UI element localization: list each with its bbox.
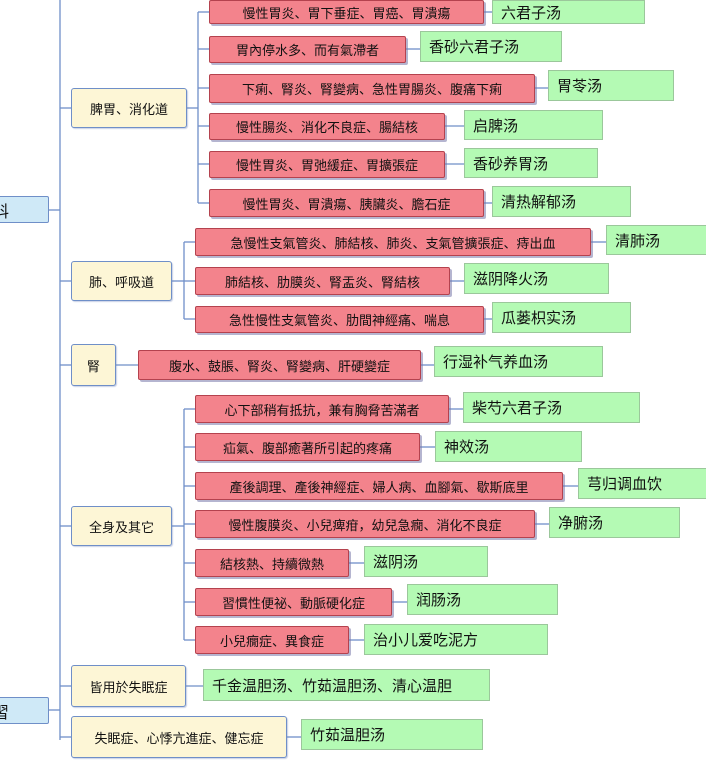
remedy-node[interactable]: 六君子汤 (492, 0, 645, 24)
remedy-node[interactable]: 净腑汤 (549, 507, 680, 538)
root-label: 科 (0, 198, 9, 222)
condition-label: 慢性腸炎、消化不良症、腸結核 (235, 121, 418, 136)
remedy-node[interactable]: 胃苓汤 (548, 70, 674, 101)
category-label: 皆用於失眠症 (89, 680, 168, 696)
category-whole-body[interactable]: 全身及其它 (71, 506, 172, 546)
condition-node[interactable]: 產後調理、產後神經症、婦人病、血腳氣、歇斯底里 (195, 472, 563, 500)
category-label: 全身及其它 (88, 520, 154, 536)
remedy-node[interactable]: 神效汤 (435, 431, 582, 462)
condition-label: 下痢、腎炎、腎變病、急性胃腸炎、腹痛下痢 (241, 83, 502, 98)
remedy-label: 清热解郁汤 (501, 193, 577, 211)
remedy-node[interactable]: 芎归调血饮 (578, 468, 706, 499)
category-insomnia-palpitation[interactable]: 失眠症、心悸亢進症、健忘症 (71, 716, 287, 758)
remedy-node[interactable]: 滋阴汤 (364, 546, 488, 577)
category-insomnia[interactable]: 皆用於失眠症 (71, 665, 186, 707)
remedy-label: 柴芍六君子汤 (472, 399, 563, 417)
remedy-label: 瓜蒌枳实汤 (501, 309, 577, 327)
condition-node[interactable]: 慢性胃炎、胃弛緩症、胃擴張症 (209, 151, 445, 178)
condition-label: 小兒癇症、異食症 (219, 634, 324, 650)
root-node-2[interactable]: 習 (0, 697, 49, 724)
remedy-node[interactable]: 瓜蒌枳实汤 (492, 302, 631, 333)
condition-label: 急慢性支氣管炎、肺結核、肺炎、支氣管擴張症、痔出血 (230, 236, 556, 252)
remedy-node[interactable]: 行湿补气养血汤 (434, 346, 603, 377)
condition-node[interactable]: 急慢性支氣管炎、肺結核、肺炎、支氣管擴張症、痔出血 (195, 228, 591, 256)
remedy-label: 神效汤 (444, 438, 490, 456)
category-label: 失眠症、心悸亢進症、健忘症 (94, 731, 264, 747)
remedy-label: 治小儿爱吃泥方 (373, 631, 479, 649)
remedy-label: 净腑汤 (558, 514, 604, 532)
remedy-node[interactable]: 千金温胆汤、竹茹温胆汤、清心温胆 (203, 669, 490, 701)
condition-node[interactable]: 慢性腸炎、消化不良症、腸結核 (209, 113, 445, 140)
condition-label: 習慣性便祕、動脈硬化症 (221, 596, 365, 612)
remedy-node[interactable]: 竹茹温胆汤 (301, 719, 483, 750)
remedy-node[interactable]: 清肺汤 (606, 225, 706, 255)
remedy-label: 千金温胆汤、竹茹温胆汤、清心温胆 (212, 676, 453, 695)
remedy-label: 香砂六君子汤 (429, 38, 520, 56)
remedy-node[interactable]: 润肠汤 (407, 584, 558, 615)
remedy-label: 竹茹温胆汤 (310, 726, 386, 744)
condition-node[interactable]: 慢性腹膜炎、小兒痺疳，幼兒急癇、消化不良症 (195, 510, 535, 538)
remedy-label: 胃苓汤 (557, 77, 603, 95)
condition-node[interactable]: 疝氣、腹部癒著所引起的疼痛 (195, 433, 420, 461)
remedy-label: 六君子汤 (501, 3, 562, 22)
condition-label: 結核熱、持續微熱 (219, 557, 324, 573)
remedy-label: 滋阴汤 (373, 553, 419, 571)
condition-node[interactable]: 慢性胃炎、胃下垂症、胃癌、胃潰瘍 (209, 0, 484, 24)
category-respiratory[interactable]: 肺、呼吸道 (71, 261, 172, 301)
condition-label: 慢性胃炎、胃弛緩症、胃擴張症 (235, 159, 418, 174)
remedy-node[interactable]: 启脾汤 (464, 110, 603, 140)
root-label: 習 (0, 699, 9, 723)
remedy-node[interactable]: 香砂养胃汤 (464, 148, 598, 178)
remedy-label: 芎归调血饮 (587, 475, 663, 493)
remedy-label: 行湿补气养血汤 (443, 353, 549, 371)
remedy-node[interactable]: 香砂六君子汤 (420, 31, 562, 62)
remedy-label: 润肠汤 (416, 591, 462, 609)
condition-label: 肺結核、肋膜炎、腎盂炎、腎結核 (224, 275, 420, 291)
condition-node[interactable]: 結核熱、持續微熱 (195, 549, 349, 577)
condition-node[interactable]: 胃內停水多、而有氣滯者 (209, 36, 406, 63)
condition-label: 慢性腹膜炎、小兒痺疳，幼兒急癇、消化不良症 (228, 518, 502, 534)
condition-node[interactable]: 急性慢性支氣管炎、肋間神經痛、喘息 (195, 306, 484, 333)
condition-label: 腹水、鼓脹、腎炎、腎變病、肝硬變症 (168, 359, 390, 375)
category-label: 脾胃、消化道 (89, 102, 168, 118)
category-kidney[interactable]: 腎 (71, 344, 116, 386)
condition-node[interactable]: 肺結核、肋膜炎、腎盂炎、腎結核 (195, 267, 450, 295)
remedy-label: 清肺汤 (615, 231, 661, 250)
condition-node[interactable]: 小兒癇症、異食症 (195, 626, 349, 654)
root-node-1[interactable]: 科 (0, 196, 49, 223)
remedy-label: 滋阴降火汤 (473, 270, 549, 288)
category-label: 腎 (86, 359, 100, 375)
condition-label: 產後調理、產後神經症、婦人病、血腳氣、歇斯底里 (229, 480, 529, 496)
condition-node[interactable]: 心下部稍有抵抗，兼有胸脅苦滿者 (195, 395, 449, 423)
category-label: 肺、呼吸道 (88, 275, 154, 291)
category-digestive[interactable]: 脾胃、消化道 (71, 88, 187, 128)
condition-node[interactable]: 慢性胃炎、胃潰瘍、胰臟炎、膽石症 (209, 189, 484, 217)
remedy-node[interactable]: 柴芍六君子汤 (463, 392, 640, 423)
remedy-label: 香砂养胃汤 (473, 154, 549, 173)
condition-node[interactable]: 習慣性便祕、動脈硬化症 (195, 588, 392, 616)
remedy-node[interactable]: 治小儿爱吃泥方 (364, 624, 548, 655)
condition-node[interactable]: 下痢、腎炎、腎變病、急性胃腸炎、腹痛下痢 (209, 74, 535, 103)
condition-node[interactable]: 腹水、鼓脹、腎炎、腎變病、肝硬變症 (138, 350, 421, 380)
condition-label: 胃內停水多、而有氣滯者 (235, 44, 379, 59)
condition-label: 急性慢性支氣管炎、肋間神經痛、喘息 (228, 314, 450, 329)
condition-label: 心下部稍有抵抗，兼有胸脅苦滿者 (224, 403, 420, 419)
condition-label: 疝氣、腹部癒著所引起的疼痛 (222, 441, 392, 457)
remedy-node[interactable]: 滋阴降火汤 (464, 263, 609, 294)
remedy-label: 启脾汤 (473, 116, 519, 135)
remedy-node[interactable]: 清热解郁汤 (492, 186, 631, 217)
condition-label: 慢性胃炎、胃潰瘍、胰臟炎、膽石症 (242, 197, 451, 213)
condition-label: 慢性胃炎、胃下垂症、胃癌、胃潰瘍 (242, 6, 451, 22)
